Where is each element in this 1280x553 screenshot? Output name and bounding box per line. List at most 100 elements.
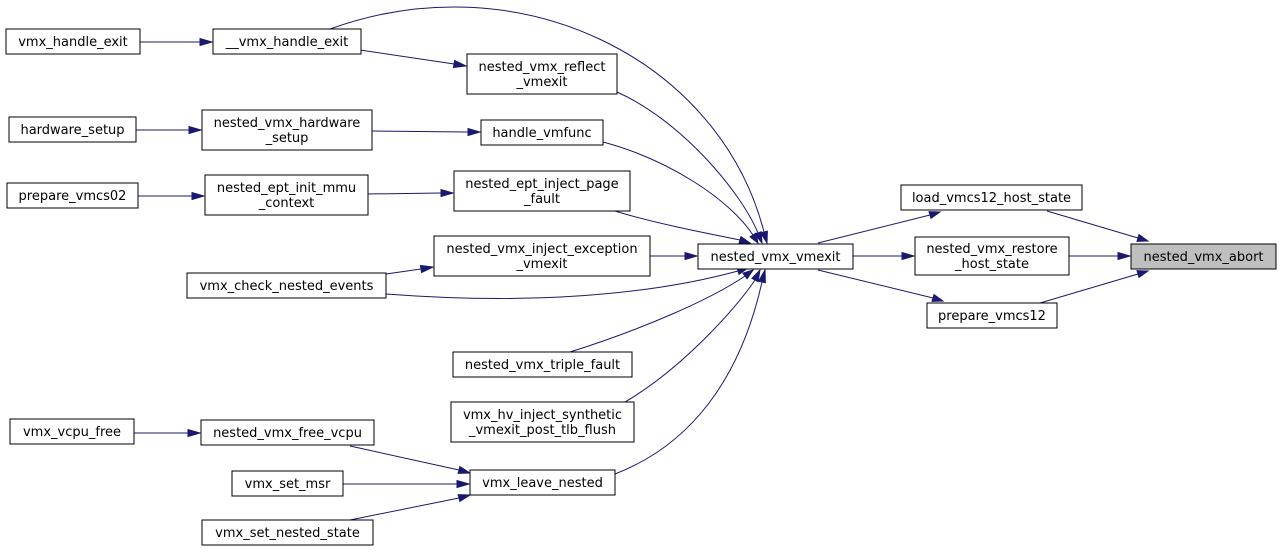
arrow-head-icon: [738, 235, 752, 244]
node-label: _vmexit: [515, 257, 567, 272]
node-box: [697, 243, 854, 270]
edge-vmexit-to-restore: [853, 251, 916, 261]
node-label: _host_state: [954, 257, 1029, 272]
node-box: [201, 519, 374, 546]
arrow-head-icon: [188, 125, 203, 135]
call-graph-edges: [134, 6, 1150, 521]
arrow-head-icon: [191, 191, 206, 201]
arrow-head-icon: [199, 37, 214, 47]
edge-vhexit-to-hexit: [140, 37, 214, 47]
arrow-head-icon: [759, 230, 768, 245]
edge-line: [371, 130, 469, 133]
node-vmx-set-msr[interactable]: vmx_set_msr: [231, 470, 344, 497]
node-box: [9, 418, 135, 445]
node-label: nested_vmx_free_vcpu: [213, 426, 362, 441]
node-nested-ept-inject-page-fault[interactable]: nested_ept_inject_page_fault: [453, 170, 631, 212]
edge-vmexit-to-load: [817, 211, 942, 244]
edge-setns-to-leave: [349, 494, 472, 521]
arrow-head-icon: [751, 268, 761, 283]
node-label: __vmx_handle_exit: [225, 35, 349, 50]
node-label: load_vmcs12_host_state: [912, 191, 1071, 206]
node-load-vmcs12-host-state[interactable]: load_vmcs12_host_state: [900, 184, 1083, 211]
node-box: [926, 302, 1058, 329]
node-label: nested_vmx_triple_fault: [465, 358, 620, 373]
node-box: [8, 116, 137, 143]
edge-load-to-abort: [1046, 210, 1150, 242]
node-prepare-vmcs12[interactable]: prepare_vmcs12: [926, 302, 1058, 329]
node-nested-vmx-vmexit[interactable]: nested_vmx_vmexit: [697, 243, 854, 270]
edge-freevcpu-to-leave: [349, 445, 472, 474]
edge-reflect-to-vmexit: [616, 91, 763, 245]
arrow-head-icon: [757, 268, 766, 284]
edge-hwsetup-to-vmfunc: [371, 127, 482, 137]
node-box: [186, 272, 387, 299]
node-box: [452, 351, 633, 378]
edge-line: [1046, 210, 1139, 239]
node-nested-vmx-abort: nested_vmx_abort: [1130, 243, 1277, 270]
node-nested-vmx-reflect-vmexit[interactable]: nested_vmx_reflect_vmexit: [466, 53, 618, 95]
edge-line: [614, 210, 741, 241]
node-label: nested_vmx_reflect: [479, 60, 606, 75]
node-vmx-check-nested-events[interactable]: vmx_check_nested_events: [186, 272, 387, 299]
edge-line: [616, 91, 759, 234]
arrow-head-icon: [457, 465, 472, 474]
node-box: [212, 28, 362, 55]
node-label: nested_vmx_hardware: [214, 116, 361, 131]
node-label: _fault: [523, 192, 560, 207]
edge-hv-to-vmexit: [624, 268, 761, 403]
node-label: nested_vmx_abort: [1143, 250, 1263, 265]
node-nested-vmx-free-vcpu[interactable]: nested_vmx_free_vcpu: [200, 419, 375, 446]
edge-restore-to-abort: [1069, 251, 1132, 261]
node-label: handle_vmfunc: [492, 126, 591, 141]
edge-triple-to-vmexit: [569, 269, 755, 353]
arrow-head-icon: [931, 293, 945, 302]
edge-hexit-to-reflect: [359, 49, 468, 69]
node-label: vmx_leave_nested: [482, 476, 603, 491]
node-box: [900, 184, 1083, 211]
node-prepare-vmcs02[interactable]: prepare_vmcs02: [6, 182, 139, 209]
edge-line: [385, 270, 739, 299]
node-vmx-vcpu-free[interactable]: vmx_vcpu_free: [9, 418, 135, 445]
node-label: _vmexit: [515, 75, 567, 90]
node-label: nested_ept_init_mmu: [217, 181, 356, 196]
node-label: _vmexit_post_tlb_flush: [468, 423, 616, 438]
arrow-head-icon: [1117, 251, 1132, 261]
node-label: nested_vmx_inject_exception: [446, 242, 637, 257]
edge-chk-to-injexc: [385, 264, 435, 275]
node-box: [201, 109, 373, 151]
arrow-head-icon: [419, 264, 435, 274]
node-vmx-handle-exit[interactable]: vmx_handle_exit: [5, 28, 141, 55]
node-box: [433, 235, 651, 277]
node-box: [466, 53, 618, 95]
node-handle-vmfunc[interactable]: handle_vmfunc: [480, 119, 604, 146]
arrow-head-icon: [901, 251, 916, 261]
edge-eptpf-to-vmexit: [614, 210, 752, 244]
node-vmx-hv-inject-synthetic-vmexit-post-tlb-flush[interactable]: vmx_hv_inject_synthetic_vmexit_post_tlb_…: [450, 401, 635, 443]
node-label: vmx_set_msr: [245, 477, 331, 492]
node-nested-vmx-triple-fault[interactable]: nested_vmx_triple_fault: [452, 351, 633, 378]
edge-prep12-to-abort: [1039, 270, 1150, 304]
edge-vmfunc-to-vmexit: [602, 141, 759, 245]
node-hardware-setup[interactable]: hardware_setup: [8, 116, 137, 143]
node-label: nested_vmx_restore: [926, 242, 1057, 257]
edge-leave-to-vmexit: [614, 268, 766, 475]
node-nested-vmx-inject-exception-vmexit[interactable]: nested_vmx_inject_exception_vmexit: [433, 235, 651, 277]
node-nested-ept-init-mmu-context[interactable]: nested_ept_init_mmu_context: [204, 174, 369, 216]
node-nested-vmx-restore-host-state[interactable]: nested_vmx_restore_host_state: [914, 236, 1070, 276]
node-vmx-handle-exit[interactable]: __vmx_handle_exit: [212, 28, 362, 55]
arrow-head-icon: [928, 211, 942, 220]
edge-line: [359, 49, 455, 65]
node-box: [450, 401, 635, 443]
node-box: [1130, 243, 1277, 270]
node-label: prepare_vmcs02: [19, 189, 127, 204]
edge-vmexit-to-prep12: [817, 269, 945, 302]
node-nested-vmx-hardware-setup[interactable]: nested_vmx_hardware_setup: [201, 109, 373, 151]
arrow-head-icon: [1136, 270, 1150, 279]
node-box: [6, 182, 139, 209]
node-vmx-set-nested-state[interactable]: vmx_set_nested_state: [201, 519, 374, 546]
node-label: vmx_vcpu_free: [23, 425, 121, 440]
node-vmx-leave-nested[interactable]: vmx_leave_nested: [469, 469, 616, 496]
arrow-head-icon: [749, 232, 759, 245]
edge-line: [817, 214, 931, 244]
